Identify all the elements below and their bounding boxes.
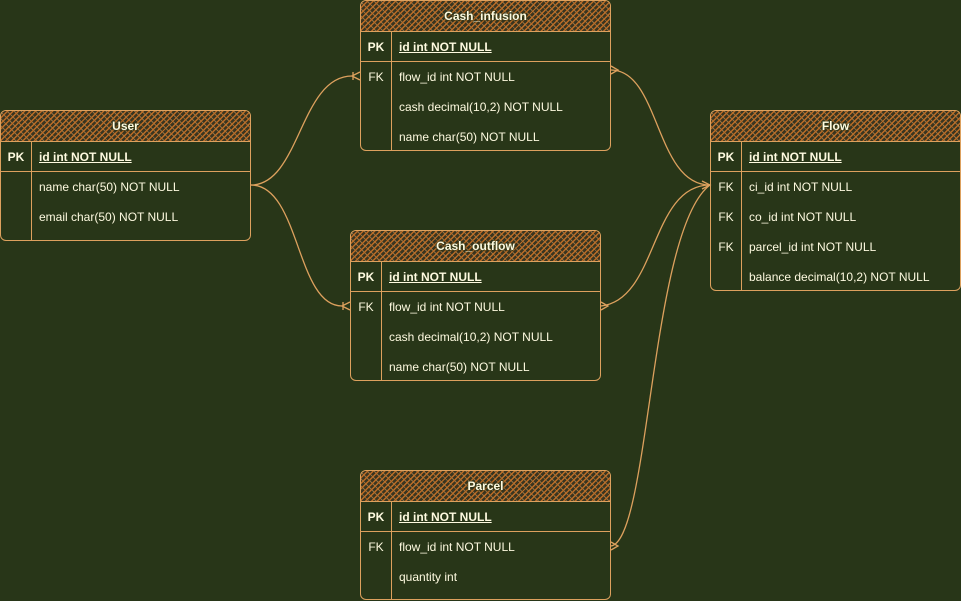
- entity-header[interactable]: Flow: [711, 111, 960, 142]
- entity-row[interactable]: PK id int NOT NULL: [361, 32, 610, 62]
- foreign-key-marker: FK: [718, 180, 734, 194]
- key-marker: [351, 322, 381, 352]
- entity-row[interactable]: cash decimal(10,2) NOT NULL: [351, 322, 600, 352]
- connector-user-cash-outflow[interactable]: [250, 184, 343, 307]
- primary-key-marker: PK: [367, 510, 385, 524]
- entity-row[interactable]: cash decimal(10,2) NOT NULL: [361, 92, 610, 122]
- entity-row[interactable]: name char(50) NOT NULL: [351, 352, 600, 380]
- field-name: flow_id int NOT NULL: [399, 70, 515, 84]
- key-marker: [361, 562, 391, 592]
- entity-row[interactable]: balance decimal(10,2) NOT NULL: [711, 262, 960, 290]
- entity-parcel[interactable]: Parcel PK id int NOT NULL FK flow_id int…: [360, 470, 611, 600]
- primary-key-marker: PK: [367, 40, 385, 54]
- field-name: co_id int NOT NULL: [749, 210, 857, 224]
- entity-row[interactable]: quantity int: [361, 562, 610, 592]
- entity-cash-infusion[interactable]: Cash_infusion PK id int NOT NULL FK flow…: [360, 0, 611, 151]
- connector-cash-infusion-flow[interactable]: [610, 69, 711, 186]
- field-name: email char(50) NOT NULL: [39, 210, 179, 224]
- entity-row[interactable]: FK flow_id int NOT NULL: [361, 62, 610, 92]
- key-column-divider: [31, 141, 32, 240]
- foreign-key-marker: FK: [368, 540, 384, 554]
- arrow-parcel-out: [610, 541, 620, 551]
- field-name: name char(50) NOT NULL: [399, 130, 540, 144]
- key-marker: [351, 352, 381, 380]
- entity-title: Flow: [821, 119, 850, 133]
- entity-title: User: [112, 119, 139, 133]
- foreign-key-marker: FK: [718, 210, 734, 224]
- entity-row[interactable]: PK id int NOT NULL: [711, 142, 960, 172]
- field-name: ci_id int NOT NULL: [749, 180, 853, 194]
- primary-key-marker: PK: [7, 150, 25, 164]
- field-name: id int NOT NULL: [749, 150, 842, 164]
- arrow-cash-infusion-out: [610, 65, 620, 75]
- field-name: flow_id int NOT NULL: [399, 540, 515, 554]
- entity-title: Cash_outflow: [436, 239, 515, 253]
- key-column-divider: [381, 261, 382, 380]
- key-marker: [1, 172, 31, 202]
- foreign-key-marker: FK: [368, 70, 384, 84]
- connector-cash-outflow-flow[interactable]: [600, 184, 711, 307]
- field-name: id int NOT NULL: [399, 510, 492, 524]
- entity-row[interactable]: PK id int NOT NULL: [1, 142, 250, 172]
- entity-header[interactable]: Cash_infusion: [361, 1, 610, 32]
- foreign-key-marker: FK: [358, 300, 374, 314]
- key-marker: [1, 202, 31, 232]
- key-marker: [361, 92, 391, 122]
- foreign-key-marker: FK: [718, 240, 734, 254]
- entity-row[interactable]: PK id int NOT NULL: [361, 502, 610, 532]
- crowfoot-cash-infusion: [351, 71, 361, 81]
- entity-title: Cash_infusion: [444, 9, 527, 23]
- field-name: name char(50) NOT NULL: [39, 180, 180, 194]
- key-marker: [361, 122, 391, 150]
- primary-key-marker: PK: [717, 150, 735, 164]
- key-column-divider: [391, 31, 392, 150]
- field-name: cash decimal(10,2) NOT NULL: [399, 100, 563, 114]
- entity-title: Parcel: [467, 479, 504, 493]
- entity-cash-outflow[interactable]: Cash_outflow PK id int NOT NULL FK flow_…: [350, 230, 601, 381]
- entity-row[interactable]: FK parcel_id int NOT NULL: [711, 232, 960, 262]
- primary-key-marker: PK: [357, 270, 375, 284]
- crowfoot-cash-outflow: [341, 301, 351, 311]
- field-name: balance decimal(10,2) NOT NULL: [749, 270, 930, 284]
- field-name: name char(50) NOT NULL: [389, 360, 530, 374]
- field-name: quantity int: [399, 570, 458, 584]
- field-name: parcel_id int NOT NULL: [749, 240, 877, 254]
- field-name: id int NOT NULL: [389, 270, 482, 284]
- key-column-divider: [391, 501, 392, 599]
- connector-parcel-flow[interactable]: [610, 184, 711, 547]
- field-name: id int NOT NULL: [399, 40, 492, 54]
- entity-row[interactable]: FK flow_id int NOT NULL: [351, 292, 600, 322]
- connector-user-cash-infusion[interactable]: [250, 75, 353, 186]
- field-name: cash decimal(10,2) NOT NULL: [389, 330, 553, 344]
- entity-user[interactable]: User PK id int NOT NULL name char(50) NO…: [0, 110, 251, 241]
- key-marker: [711, 262, 741, 290]
- entity-row[interactable]: PK id int NOT NULL: [351, 262, 600, 292]
- entity-row[interactable]: FK flow_id int NOT NULL: [361, 532, 610, 562]
- field-name: id int NOT NULL: [39, 150, 132, 164]
- entity-row[interactable]: email char(50) NOT NULL: [1, 202, 250, 232]
- entity-flow[interactable]: Flow PK id int NOT NULL FK ci_id int NOT…: [710, 110, 961, 291]
- field-name: flow_id int NOT NULL: [389, 300, 505, 314]
- arrow-cash-outflow-out: [600, 301, 610, 311]
- key-column-divider: [741, 141, 742, 290]
- entity-row[interactable]: FK co_id int NOT NULL: [711, 202, 960, 232]
- entity-header[interactable]: Cash_outflow: [351, 231, 600, 262]
- arrow-flow-in: [701, 180, 712, 190]
- entity-row[interactable]: FK ci_id int NOT NULL: [711, 172, 960, 202]
- entity-header[interactable]: Parcel: [361, 471, 610, 502]
- entity-row[interactable]: name char(50) NOT NULL: [361, 122, 610, 150]
- entity-row[interactable]: name char(50) NOT NULL: [1, 172, 250, 202]
- entity-header[interactable]: User: [1, 111, 250, 142]
